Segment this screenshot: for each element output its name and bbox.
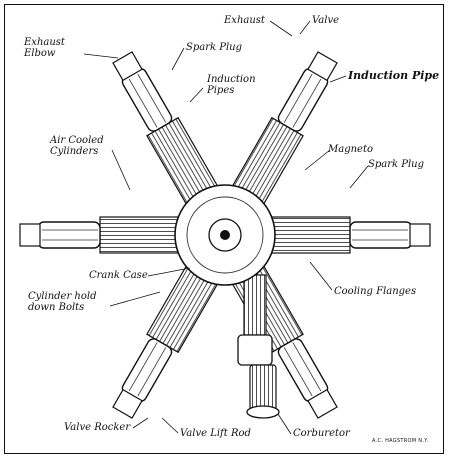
cylinder-top-right bbox=[232, 48, 343, 205]
label-induction-pipes-text: Induction Pipes bbox=[207, 74, 256, 96]
label-air-cooled-cylinders: Air Cooled Cylinders bbox=[50, 135, 104, 157]
label-spark-plug-right: Spark Plug bbox=[368, 159, 424, 170]
artist-credit: A.C. HAGSTROM N.Y. bbox=[372, 438, 428, 444]
label-cooling-flanges: Cooling Flanges bbox=[334, 286, 416, 297]
label-spark-plug-top: Spark Plug bbox=[186, 42, 242, 53]
label-magneto: Magneto bbox=[328, 144, 373, 155]
label-induction-pipe: Induction Pipe bbox=[348, 70, 439, 81]
label-air-cooled-cylinders-text: Air Cooled Cylinders bbox=[50, 135, 104, 157]
cylinder-top-left bbox=[107, 48, 218, 205]
label-exhaust-elbow: Exhaust Elbow bbox=[24, 37, 65, 59]
cylinder-bottom-left bbox=[107, 265, 218, 422]
label-exhaust: Exhaust bbox=[224, 15, 265, 26]
cylinder-right bbox=[270, 217, 430, 253]
crank-case bbox=[175, 185, 275, 285]
label-valve-lift-rod: Valve Lift Rod bbox=[180, 428, 251, 439]
label-exhaust-elbow-text: Exhaust Elbow bbox=[24, 37, 65, 59]
label-cylinder-hold-down-bolts-text: Cylinder hold down Bolts bbox=[28, 291, 96, 313]
label-valve: Valve bbox=[312, 15, 339, 26]
label-valve-rocker: Valve Rocker bbox=[64, 422, 130, 433]
label-corburetor: Corburetor bbox=[293, 428, 350, 439]
label-induction-pipes: Induction Pipes bbox=[207, 74, 256, 96]
label-cylinder-hold-down-bolts: Cylinder hold down Bolts bbox=[28, 291, 96, 313]
cylinder-left bbox=[20, 217, 180, 253]
label-crank-case: Crank Case bbox=[89, 270, 148, 281]
